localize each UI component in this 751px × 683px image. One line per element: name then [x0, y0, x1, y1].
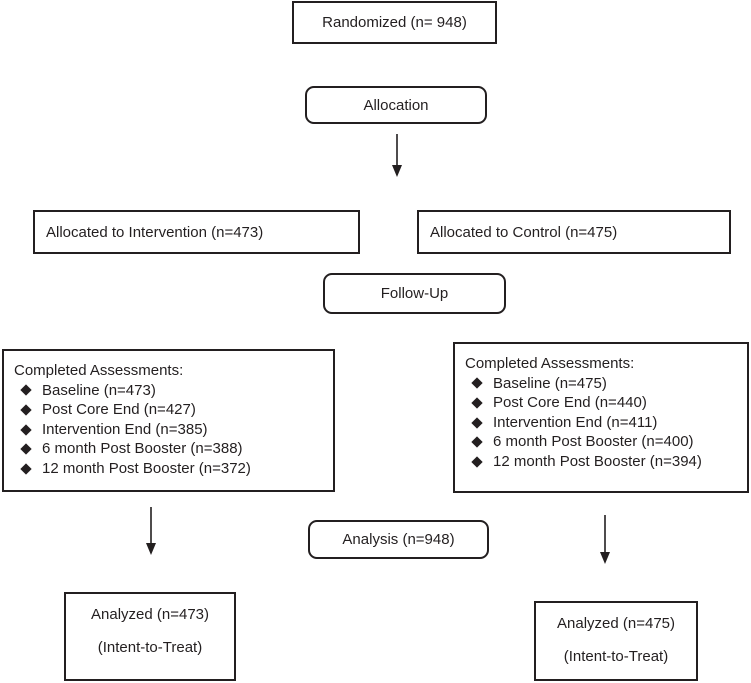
control-assessment-list: Baseline (n=475) Post Core End (n=440) I… — [465, 374, 747, 472]
list-item: Baseline (n=473) — [20, 381, 333, 401]
list-item: Intervention End (n=385) — [20, 420, 333, 440]
arrow-intervention-down — [146, 507, 156, 555]
analysis-label: Analysis (n=948) — [342, 531, 455, 548]
followup-label: Follow-Up — [380, 285, 449, 302]
list-item: 12 month Post Booster (n=372) — [20, 459, 333, 479]
arrow-control-down — [600, 515, 610, 564]
assessments-heading: Completed Assessments: — [465, 355, 635, 372]
list-item: 12 month Post Booster (n=394) — [471, 452, 747, 472]
intervention-allocation-box: Allocated to Intervention (n=473) — [33, 210, 360, 254]
analyzed-intervention-box: Analyzed (n=473) (Intent-to-Treat) — [64, 592, 236, 681]
randomized-box: Randomized (n= 948) — [292, 1, 497, 44]
allocation-label: Allocation — [363, 96, 429, 114]
list-item: Post Core End (n=427) — [20, 400, 333, 420]
analyzed-intervention-method: (Intent-to-Treat) — [97, 639, 203, 656]
list-item: 6 month Post Booster (n=388) — [20, 439, 333, 459]
randomized-label: Randomized (n= 948) — [322, 14, 467, 31]
control-allocation-label: Allocated to Control (n=475) — [430, 223, 618, 241]
intervention-assessments-box: Completed Assessments: Baseline (n=473) … — [2, 349, 335, 492]
arrow-allocation-down — [392, 134, 402, 177]
allocation-box: Allocation — [305, 86, 487, 124]
analyzed-control-box: Analyzed (n=475) (Intent-to-Treat) — [534, 601, 698, 681]
list-item: Post Core End (n=440) — [471, 393, 747, 413]
analysis-box: Analysis (n=948) — [308, 520, 489, 559]
analyzed-control-count: Analyzed (n=475) — [557, 615, 675, 632]
list-item: Intervention End (n=411) — [471, 413, 747, 433]
list-item: Baseline (n=475) — [471, 374, 747, 394]
intervention-assessment-list: Baseline (n=473) Post Core End (n=427) I… — [14, 381, 333, 479]
control-allocation-box: Allocated to Control (n=475) — [417, 210, 731, 254]
intervention-allocation-label: Allocated to Intervention (n=473) — [46, 223, 264, 241]
analyzed-intervention-count: Analyzed (n=473) — [91, 606, 209, 623]
control-assessments-box: Completed Assessments: Baseline (n=475) … — [453, 342, 749, 493]
followup-box: Follow-Up — [323, 273, 506, 314]
list-item: 6 month Post Booster (n=400) — [471, 432, 747, 452]
assessments-heading: Completed Assessments: — [14, 362, 184, 379]
analyzed-control-method: (Intent-to-Treat) — [563, 648, 669, 665]
